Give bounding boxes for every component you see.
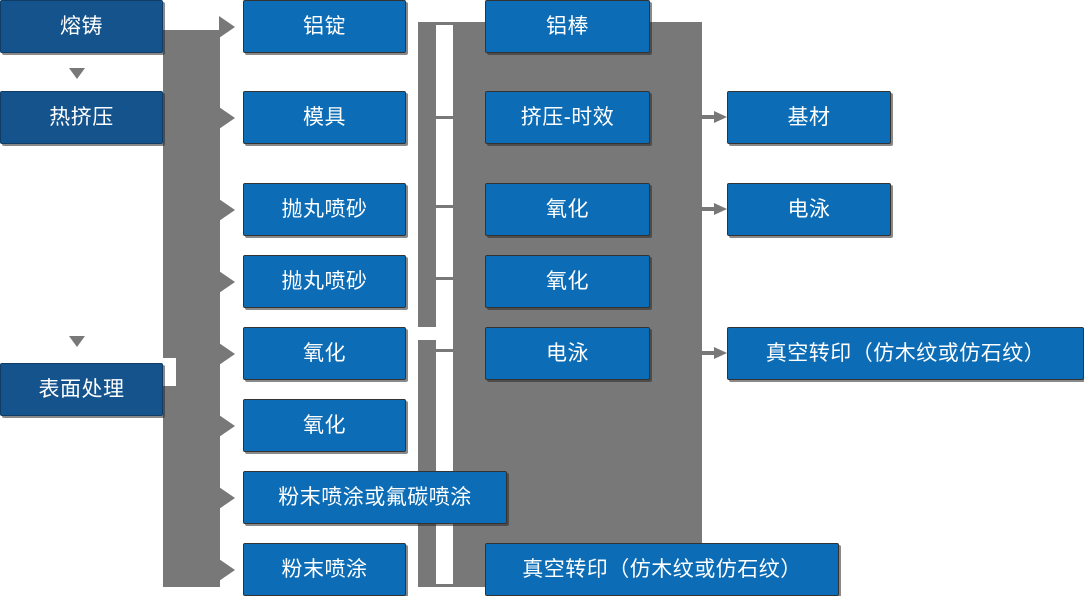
arrow-to-col2-7 bbox=[219, 487, 235, 509]
connector-trunk-left bbox=[163, 30, 220, 587]
node-label: 模具 bbox=[303, 105, 346, 129]
node-col3-1[interactable]: 铝棒 bbox=[485, 0, 650, 53]
node-col4-1[interactable]: 基材 bbox=[727, 91, 891, 144]
node-col4-2[interactable]: 电泳 bbox=[727, 183, 891, 236]
down-arrow-extrusion-to-surface bbox=[69, 336, 85, 352]
node-col3-6[interactable]: 真空转印（仿木纹或仿石纹） bbox=[485, 543, 839, 596]
arrow-to-col2-5 bbox=[219, 343, 235, 365]
node-label: 熔铸 bbox=[60, 14, 103, 38]
arrow-to-col4-3 bbox=[702, 346, 728, 360]
node-col3-3[interactable]: 氧化 bbox=[485, 183, 650, 236]
node-label: 基材 bbox=[787, 105, 831, 129]
node-col2-2[interactable]: 模具 bbox=[243, 91, 406, 144]
rung-3 bbox=[436, 205, 454, 208]
node-label: 真空转印（仿木纹或仿石纹） bbox=[522, 557, 802, 581]
node-label: 氧化 bbox=[546, 197, 589, 221]
node-col2-6[interactable]: 氧化 bbox=[243, 399, 406, 452]
node-label: 铝棒 bbox=[546, 14, 589, 38]
node-melting-casting[interactable]: 熔铸 bbox=[0, 0, 163, 53]
node-col3-4[interactable]: 氧化 bbox=[485, 255, 650, 308]
arrow-to-col2-4 bbox=[219, 271, 235, 293]
arrow-to-col4-2 bbox=[702, 202, 728, 216]
down-arrow-melting-to-extrusion bbox=[69, 68, 85, 84]
node-label: 抛丸喷砂 bbox=[281, 269, 368, 293]
node-surface-treatment[interactable]: 表面处理 bbox=[0, 363, 163, 416]
node-label: 氧化 bbox=[303, 341, 346, 365]
connector-stub-surface-treatment bbox=[163, 387, 183, 390]
node-col3-5[interactable]: 电泳 bbox=[485, 327, 650, 380]
connector-bar-inner bbox=[418, 22, 436, 327]
trunk-notch-left bbox=[163, 358, 176, 386]
node-col2-3[interactable]: 抛丸喷砂 bbox=[243, 183, 406, 236]
node-label: 电泳 bbox=[787, 197, 831, 221]
node-col3-2[interactable]: 挤压-时效 bbox=[485, 91, 650, 144]
node-label: 电泳 bbox=[546, 341, 589, 365]
arrow-to-col2-6 bbox=[219, 415, 235, 437]
arrow-to-col2-8 bbox=[219, 559, 235, 581]
node-col2-5[interactable]: 氧化 bbox=[243, 327, 406, 380]
node-label: 抛丸喷砂 bbox=[281, 197, 368, 221]
rung-1 bbox=[436, 22, 454, 25]
rung-5 bbox=[436, 349, 454, 352]
node-label: 表面处理 bbox=[38, 377, 125, 401]
node-label: 挤压-时效 bbox=[520, 105, 615, 129]
arrow-to-col2-3 bbox=[219, 199, 235, 221]
rung-6 bbox=[436, 584, 454, 587]
arrow-to-col2-2 bbox=[219, 107, 235, 129]
node-label: 粉末喷涂或氟碳喷涂 bbox=[278, 485, 472, 509]
node-label: 氧化 bbox=[303, 413, 346, 437]
arrow-to-col4-1 bbox=[702, 110, 728, 124]
rung-2 bbox=[436, 116, 454, 119]
node-label: 氧化 bbox=[546, 269, 589, 293]
node-label: 粉末喷涂 bbox=[281, 557, 368, 581]
node-label: 热挤压 bbox=[49, 105, 114, 129]
node-hot-extrusion[interactable]: 热挤压 bbox=[0, 91, 163, 144]
rung-4 bbox=[436, 277, 454, 280]
arrow-to-col2-1 bbox=[219, 16, 235, 38]
connector-bar-inner-lower bbox=[418, 340, 436, 587]
node-col2-8[interactable]: 粉末喷涂 bbox=[243, 543, 406, 596]
node-col2-7[interactable]: 粉末喷涂或氟碳喷涂 bbox=[243, 471, 507, 524]
node-col2-1[interactable]: 铝锭 bbox=[243, 0, 406, 53]
node-label: 铝锭 bbox=[303, 14, 346, 38]
node-label: 真空转印（仿木纹或仿石纹） bbox=[765, 341, 1046, 365]
node-col2-4[interactable]: 抛丸喷砂 bbox=[243, 255, 406, 308]
node-col4-3[interactable]: 真空转印（仿木纹或仿石纹） bbox=[727, 327, 1084, 380]
